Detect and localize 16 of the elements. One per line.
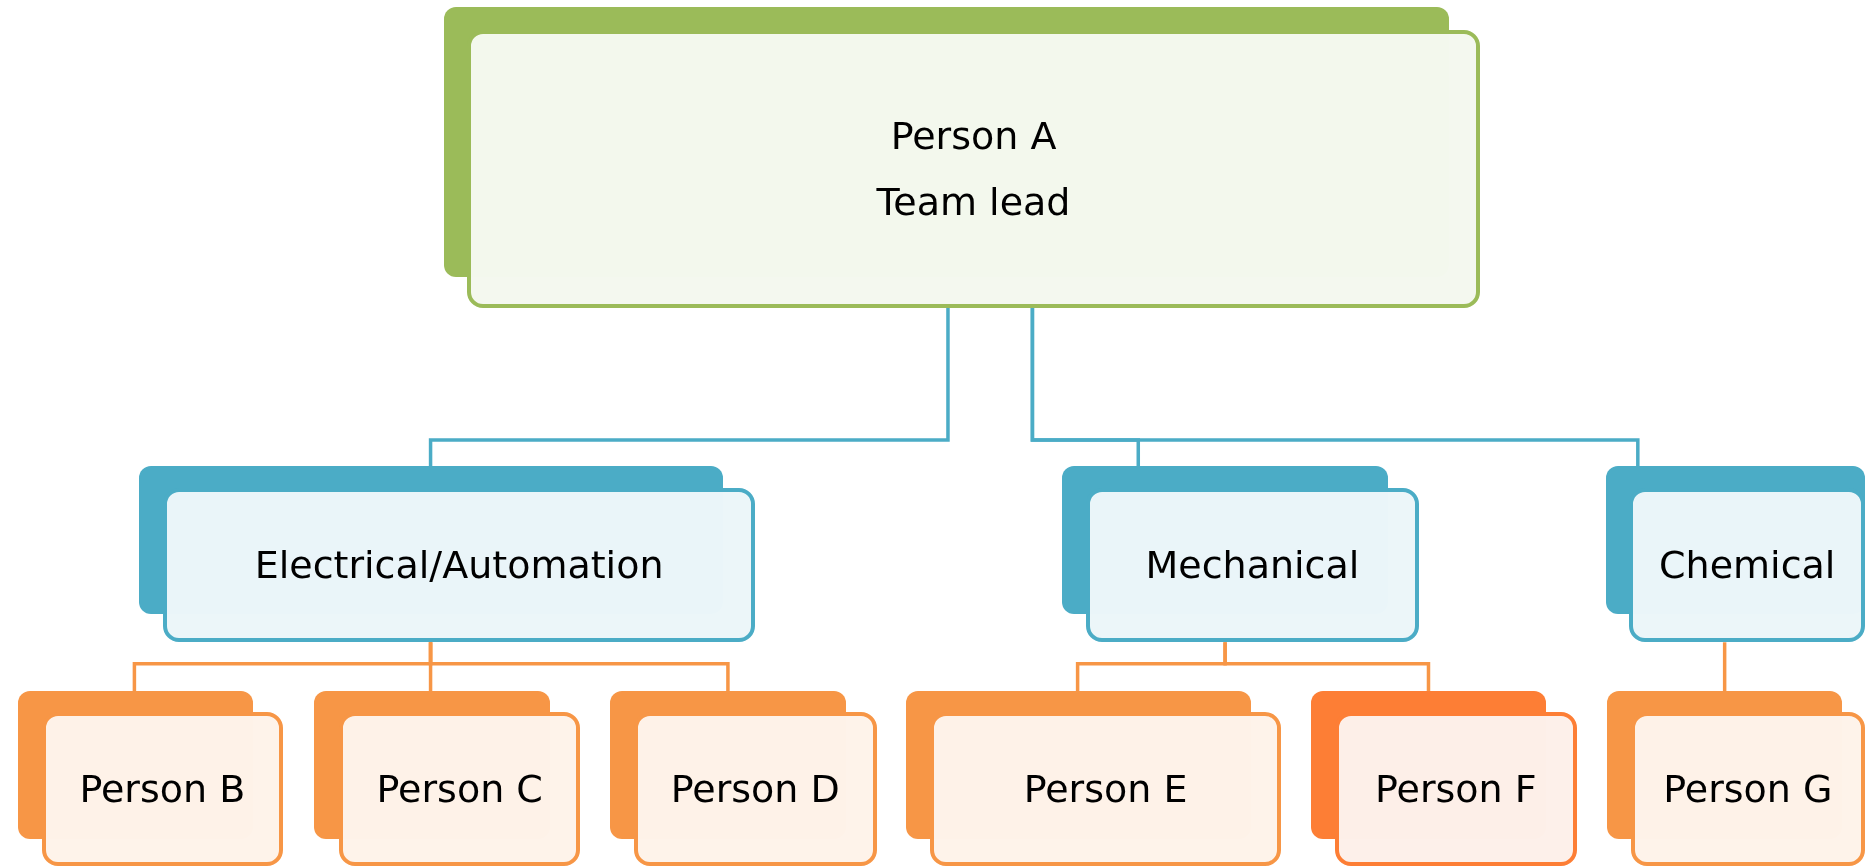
name-label: Person E <box>1023 767 1188 812</box>
name-label: Person F <box>1375 767 1537 812</box>
connector-line <box>1030 308 1640 467</box>
connector-line <box>428 308 950 467</box>
name-label: Person G <box>1663 767 1833 812</box>
role-label: Team lead <box>876 179 1071 224</box>
name-label: Person A <box>890 113 1057 158</box>
name-label: Mechanical <box>1145 542 1360 587</box>
connector-line <box>428 642 730 692</box>
name-label: Person D <box>670 767 840 812</box>
name-label: Chemical <box>1659 542 1836 587</box>
name-label: Person C <box>376 767 543 812</box>
connector-line <box>1722 642 1727 692</box>
name-label: Person B <box>79 767 246 812</box>
name-label: Electrical/Automation <box>254 542 664 587</box>
connector-line <box>1223 642 1431 692</box>
